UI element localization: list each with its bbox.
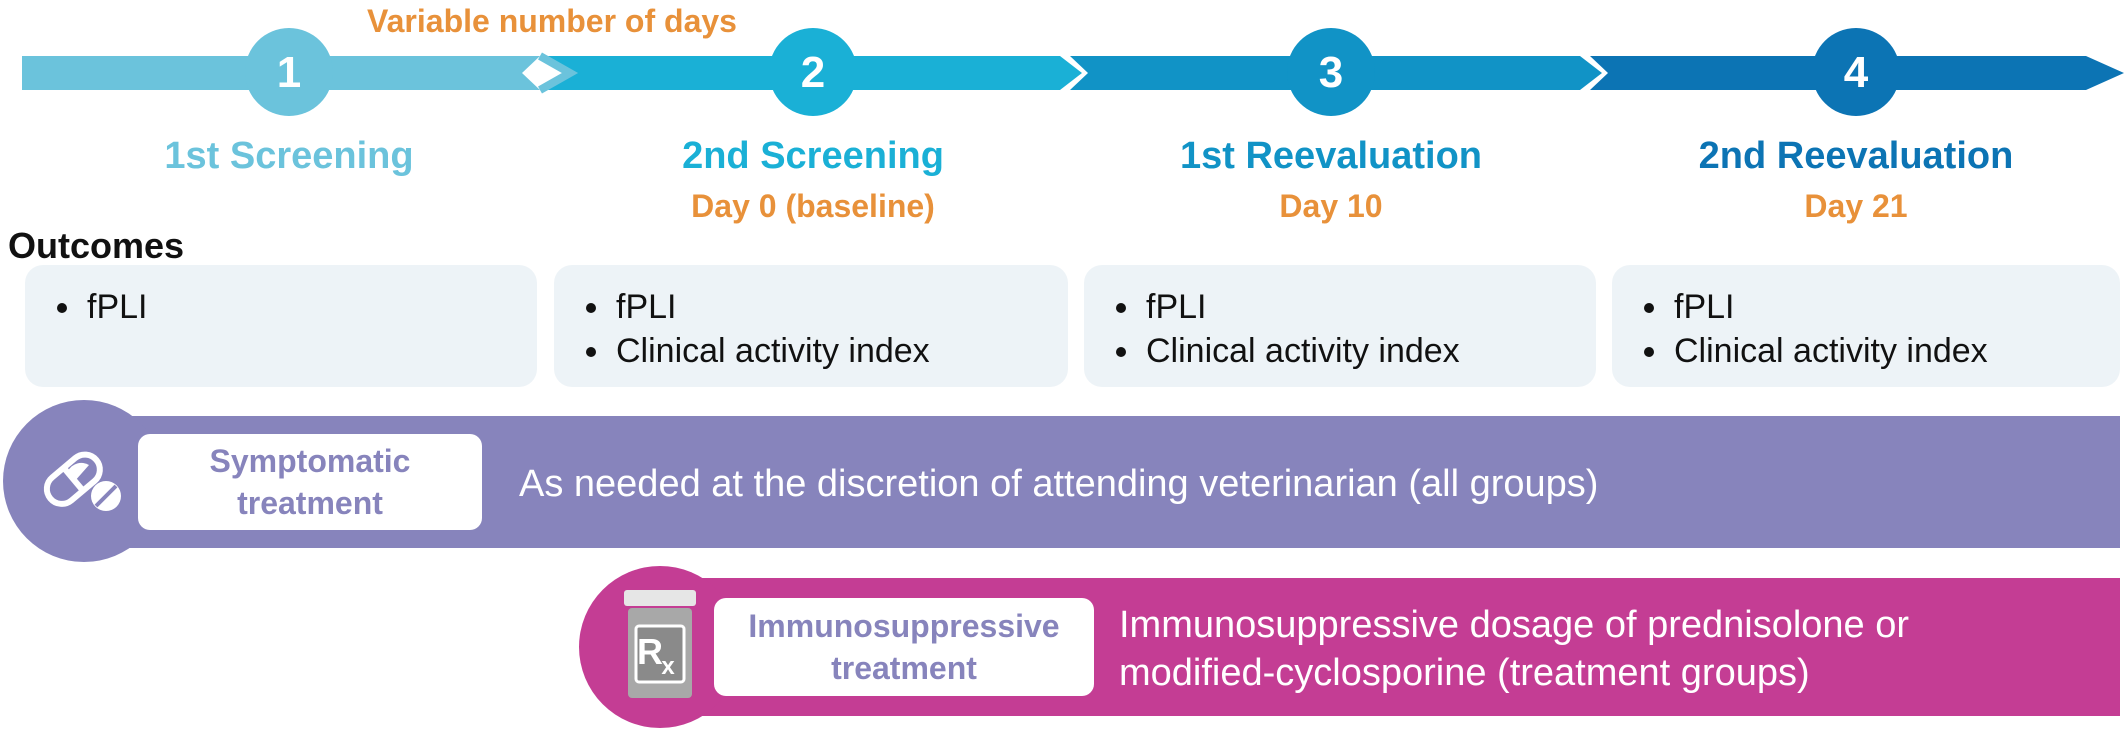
stage-3-number: 3 bbox=[1319, 48, 1343, 97]
immunosuppressive-description-line-2: modified-cyclosporine (treatment groups) bbox=[1119, 652, 1810, 694]
outcome-box-stage-3: fPLI Clinical activity index bbox=[1084, 265, 1596, 387]
immunosuppressive-description: Immunosuppressive dosage of prednisolone… bbox=[1119, 601, 1909, 697]
stage-3-title: 1st Reevaluation bbox=[1180, 135, 1482, 177]
outcome-item: fPLI bbox=[586, 285, 1068, 329]
outcome-list: fPLI Clinical activity index bbox=[1116, 285, 1596, 373]
stage-1-number: 1 bbox=[277, 48, 301, 97]
outcome-list: fPLI Clinical activity index bbox=[1644, 285, 2120, 373]
timeline-arrow-track: 1 2 3 4 bbox=[22, 28, 2124, 116]
stage-2-title: 2nd Screening bbox=[682, 135, 944, 177]
pill-capsule-icon bbox=[43, 451, 121, 511]
stage-4-marker bbox=[1812, 28, 1900, 116]
outcome-box-stage-1: fPLI bbox=[25, 265, 537, 387]
stage-1-title: 1st Screening bbox=[164, 135, 414, 177]
timeline-chevron-1 bbox=[538, 52, 579, 94]
stage-4-day: Day 21 bbox=[1804, 188, 1908, 224]
symptomatic-label-line-1: Symptomatic bbox=[209, 443, 411, 479]
svg-text:x: x bbox=[661, 653, 675, 680]
stage-3-day: Day 10 bbox=[1279, 188, 1383, 224]
immunosuppressive-treatment-label: Immunosuppressive treatment bbox=[714, 598, 1094, 696]
svg-text:R: R bbox=[637, 631, 663, 672]
outcome-list: fPLI Clinical activity index bbox=[586, 285, 1068, 373]
outcomes-heading: Outcomes bbox=[8, 225, 185, 266]
immunosuppressive-label-line-2: treatment bbox=[831, 650, 977, 686]
outcome-item: fPLI bbox=[1644, 285, 2120, 329]
outcome-item: fPLI bbox=[57, 285, 537, 329]
symptomatic-label-line-2: treatment bbox=[237, 485, 383, 521]
symptomatic-description: As needed at the discretion of attending… bbox=[519, 463, 1599, 505]
immunosuppressive-label-line-1: Immunosuppressive bbox=[748, 608, 1060, 644]
stage-2-marker bbox=[769, 28, 857, 116]
outcome-item: Clinical activity index bbox=[1116, 329, 1596, 373]
variable-days-label: Variable number of days bbox=[367, 3, 737, 39]
stage-4-title: 2nd Reevaluation bbox=[1698, 135, 2014, 177]
outcome-box-stage-4: fPLI Clinical activity index bbox=[1612, 265, 2120, 387]
stage-2-day: Day 0 (baseline) bbox=[691, 188, 935, 224]
outcome-box-stage-2: fPLI Clinical activity index bbox=[554, 265, 1068, 387]
stage-1-marker bbox=[245, 28, 333, 116]
rx-bottle-icon: R x bbox=[624, 590, 696, 698]
outcome-item: Clinical activity index bbox=[586, 329, 1068, 373]
immunosuppressive-description-line-1: Immunosuppressive dosage of prednisolone… bbox=[1119, 604, 1910, 646]
stage-4-number: 4 bbox=[1844, 48, 1869, 97]
outcome-item: Clinical activity index bbox=[1644, 329, 2120, 373]
stage-2-number: 2 bbox=[801, 48, 825, 97]
symptomatic-treatment-label: Symptomatic treatment bbox=[138, 434, 482, 530]
outcome-item: fPLI bbox=[1116, 285, 1596, 329]
outcome-list: fPLI bbox=[57, 285, 537, 329]
stage-3-marker bbox=[1287, 28, 1375, 116]
